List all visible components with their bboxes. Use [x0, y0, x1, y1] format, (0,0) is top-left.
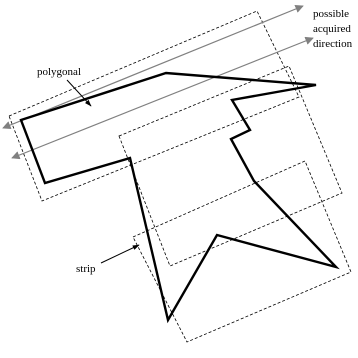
strip-top [8, 10, 300, 202]
label-direction: direction [313, 38, 353, 50]
label-acquired: acquired [313, 23, 351, 35]
polygonal-leader-arrow [66, 79, 92, 107]
direction-arrow-lower [11, 36, 314, 160]
label-strip: strip [76, 263, 96, 275]
direction-arrows [2, 4, 314, 160]
label-polygonal: polygonal [37, 66, 81, 78]
strip-leader-arrow [100, 244, 140, 264]
label-possible: possible [313, 8, 349, 20]
strip-middle [118, 65, 343, 267]
strip-bottom [132, 160, 352, 343]
strip-group [8, 10, 352, 343]
polygonal-shape [19, 71, 340, 324]
